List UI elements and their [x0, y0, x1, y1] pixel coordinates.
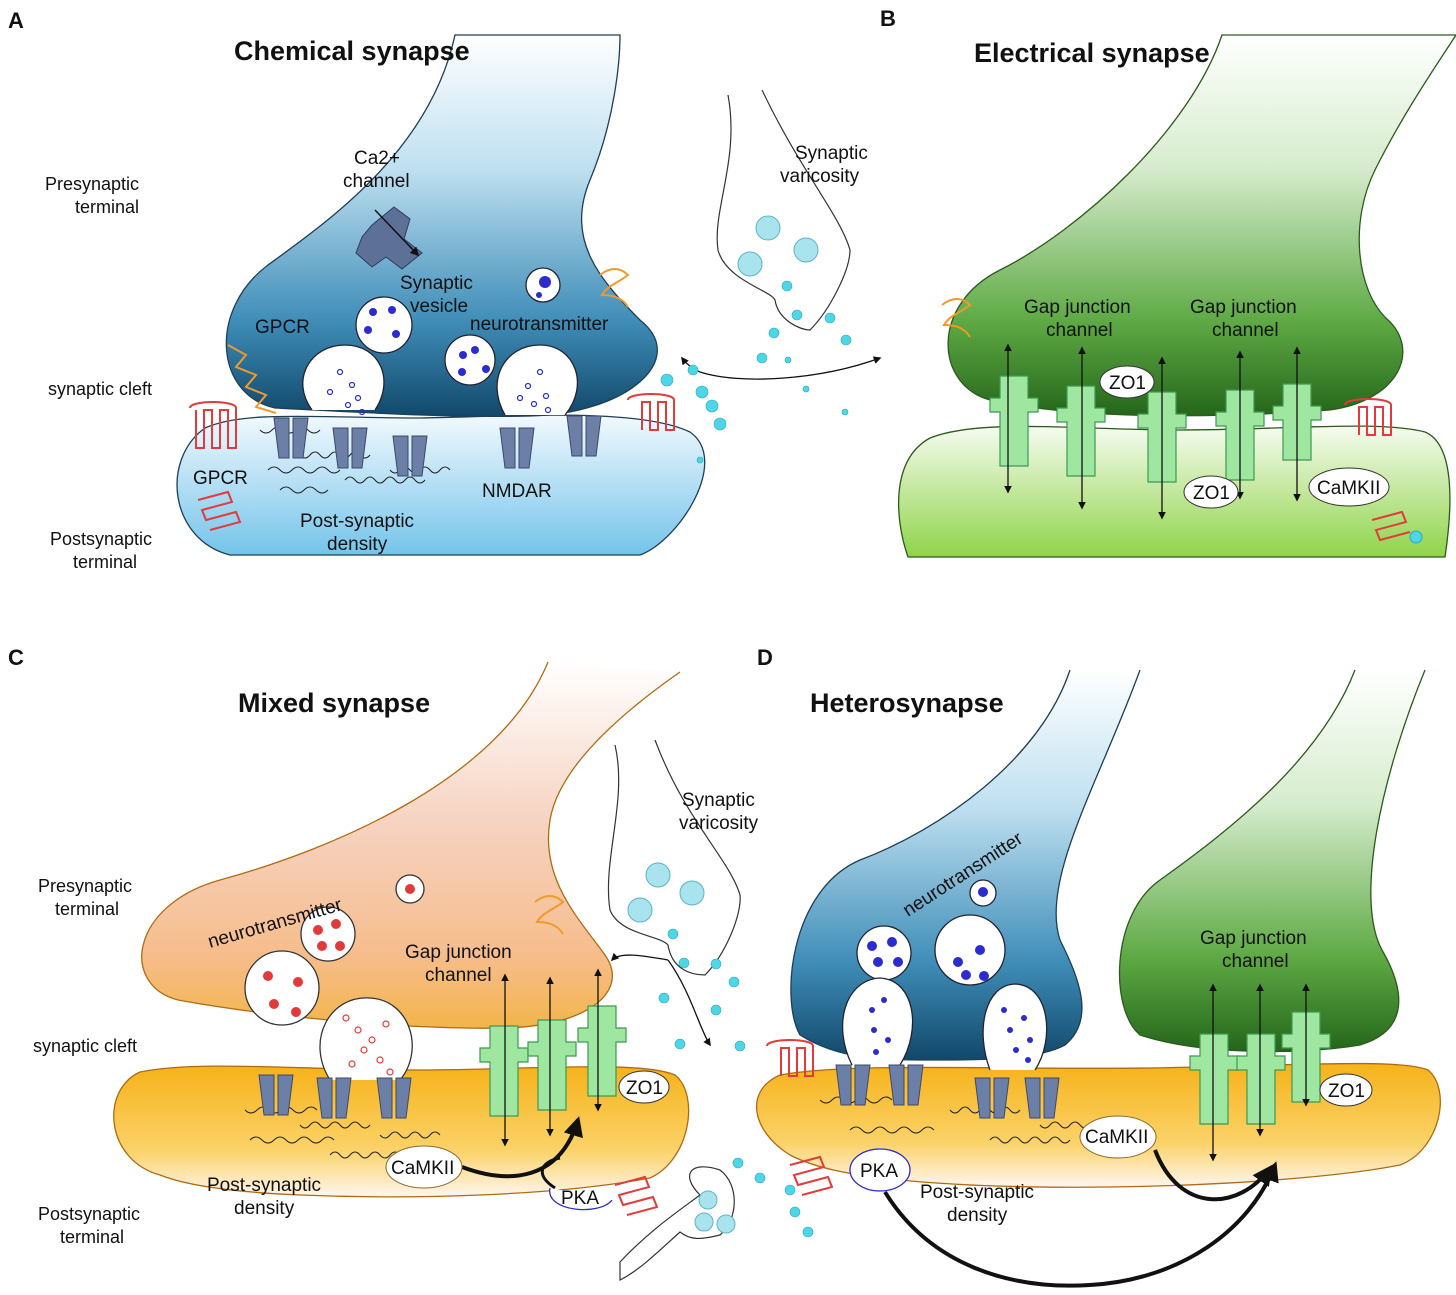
label-camkii-d: CaMKII	[1085, 1127, 1148, 1148]
label-varicosity-2-a: varicosity	[780, 166, 860, 187]
camkii-badge-d	[1079, 1115, 1157, 1159]
panel-title-d: Heterosynapse	[810, 688, 1004, 718]
label-zo1-2-b: ZO1	[1193, 483, 1230, 504]
label-psd-a: Post-synaptic	[300, 511, 414, 532]
pka-arrow-c	[541, 1156, 561, 1190]
label-camkii-c: CaMKII	[391, 1158, 454, 1179]
panel-letter-a: A	[8, 8, 24, 33]
released-neurotransmitter-a	[326, 368, 552, 416]
presynaptic-terminal-b	[947, 34, 1456, 417]
label-vesicle-a: vesicle	[410, 296, 468, 317]
postsynaptic-terminal-b	[898, 425, 1451, 558]
label-nmdar-a: NMDAR	[482, 481, 552, 502]
label-channel-d: channel	[1222, 951, 1289, 972]
label-postsynaptic-c: Postsynaptic	[38, 1204, 140, 1224]
gap-junction-arrows-c	[501, 968, 602, 1147]
label-presynaptic-a: Presynaptic	[45, 174, 139, 194]
label-varicosity-a: Synaptic	[795, 143, 868, 164]
panel-b: B Electrical synapse Gap junction channe…	[880, 6, 1456, 558]
label-density-a: density	[327, 534, 388, 555]
synaptic-varicosity-c	[607, 739, 741, 1281]
zo1-badge-d	[1319, 1073, 1373, 1107]
label-density-d: density	[947, 1205, 1008, 1226]
synaptic-varicosity-a	[681, 89, 882, 380]
panel-title-a: Chemical synapse	[234, 36, 470, 66]
label-gap-junction-1-b: Gap junction	[1024, 297, 1131, 318]
presynaptic-terminal-green-d	[1118, 669, 1426, 1053]
label-terminal-post-a: terminal	[73, 552, 137, 572]
released-neurotransmitter-d	[869, 997, 1033, 1063]
panel-letter-b: B	[880, 6, 896, 31]
panel-letter-d: D	[757, 645, 773, 670]
synaptic-vesicles-a	[302, 267, 579, 416]
gpcr-icons-d	[766, 1039, 834, 1196]
panel-title-b: Electrical synapse	[974, 38, 1210, 68]
label-synaptic-cleft-a: synaptic cleft	[48, 379, 152, 399]
camkii-arrow-d	[1153, 1149, 1273, 1202]
label-ca-channel-2-a: channel	[343, 171, 410, 192]
released-transmitter-cyan-a	[660, 280, 852, 464]
panel-letter-c: C	[8, 645, 24, 670]
label-pka-c: PKA	[561, 1188, 599, 1209]
pka-badge-c	[549, 1187, 613, 1211]
label-varicosity-2-c: varicosity	[679, 813, 759, 834]
cyan-molecule-b	[1409, 530, 1423, 544]
nmdar-receptors-a	[273, 415, 602, 477]
presynaptic-terminal-a	[225, 34, 658, 418]
label-terminal-pre-a: terminal	[75, 197, 139, 217]
gpcr-icons-b	[941, 298, 1411, 542]
zo1-badge-b1	[1099, 365, 1155, 399]
label-neurotransmitter-a: neurotransmitter	[470, 314, 609, 335]
label-pka-d: PKA	[860, 1161, 898, 1182]
panel-c: C Mixed synapse Presynaptic terminal syn…	[8, 645, 814, 1281]
camkii-badge-c	[385, 1145, 463, 1189]
label-ca-channel-a: Ca2+	[354, 148, 400, 169]
label-terminal-pre-c: terminal	[55, 899, 119, 919]
label-varicosity-c: Synaptic	[682, 790, 755, 811]
label-channel-1-b: channel	[1046, 320, 1113, 341]
released-neurotransmitter-c	[342, 1014, 394, 1076]
panel-a: A Chemical synapse Presynaptic terminal …	[8, 8, 882, 572]
label-postsynaptic-a: Postsynaptic	[50, 529, 152, 549]
camkii-badge-b	[1308, 467, 1390, 507]
label-terminal-post-c: terminal	[60, 1227, 124, 1247]
synaptic-vesicles-d	[841, 879, 1048, 1071]
zo1-badge-b2	[1183, 475, 1239, 509]
label-zo1-d: ZO1	[1328, 1081, 1365, 1102]
label-channel-c: channel	[425, 965, 492, 986]
released-transmitter-cyan-c	[658, 928, 814, 1238]
receptors-d	[835, 1064, 1060, 1119]
gpcr-icons-a	[189, 268, 675, 531]
ca-channel-icon	[355, 206, 423, 270]
label-gap-junction-d: Gap junction	[1200, 928, 1307, 949]
postsynaptic-terminal-a	[176, 414, 706, 556]
label-psd-c: Post-synaptic	[207, 1175, 321, 1196]
label-synaptic-cleft-c: synaptic cleft	[33, 1036, 137, 1056]
gap-junction-arrows-d	[1209, 983, 1310, 1162]
label-channel-2-b: channel	[1212, 320, 1279, 341]
pka-arrow-d	[883, 1161, 1279, 1288]
label-zo1-c: ZO1	[626, 1078, 663, 1099]
zo1-badge-c	[618, 1070, 670, 1104]
label-synaptic-vesicle-a: Synaptic	[400, 273, 473, 294]
label-gap-junction-c: Gap junction	[405, 942, 512, 963]
panel-title-c: Mixed synapse	[238, 688, 430, 718]
gpcr-icons-c	[534, 895, 659, 1216]
label-density-c: density	[234, 1198, 295, 1219]
label-presynaptic-c: Presynaptic	[38, 876, 132, 896]
receptors-c	[258, 1074, 412, 1119]
label-gpcr-post-a: GPCR	[193, 468, 248, 489]
label-psd-d: Post-synaptic	[920, 1182, 1034, 1203]
gap-junction-arrows-b	[1004, 343, 1301, 520]
label-zo1-1-b: ZO1	[1109, 373, 1146, 394]
pka-badge-d	[849, 1148, 911, 1192]
camkii-arrow-c	[461, 1116, 583, 1179]
panel-d: D Heterosynapse neurotransmitter Gap jun…	[756, 645, 1441, 1288]
label-gpcr-pre-a: GPCR	[255, 317, 310, 338]
label-gap-junction-2-b: Gap junction	[1190, 297, 1297, 318]
label-camkii-b: CaMKII	[1317, 478, 1380, 499]
